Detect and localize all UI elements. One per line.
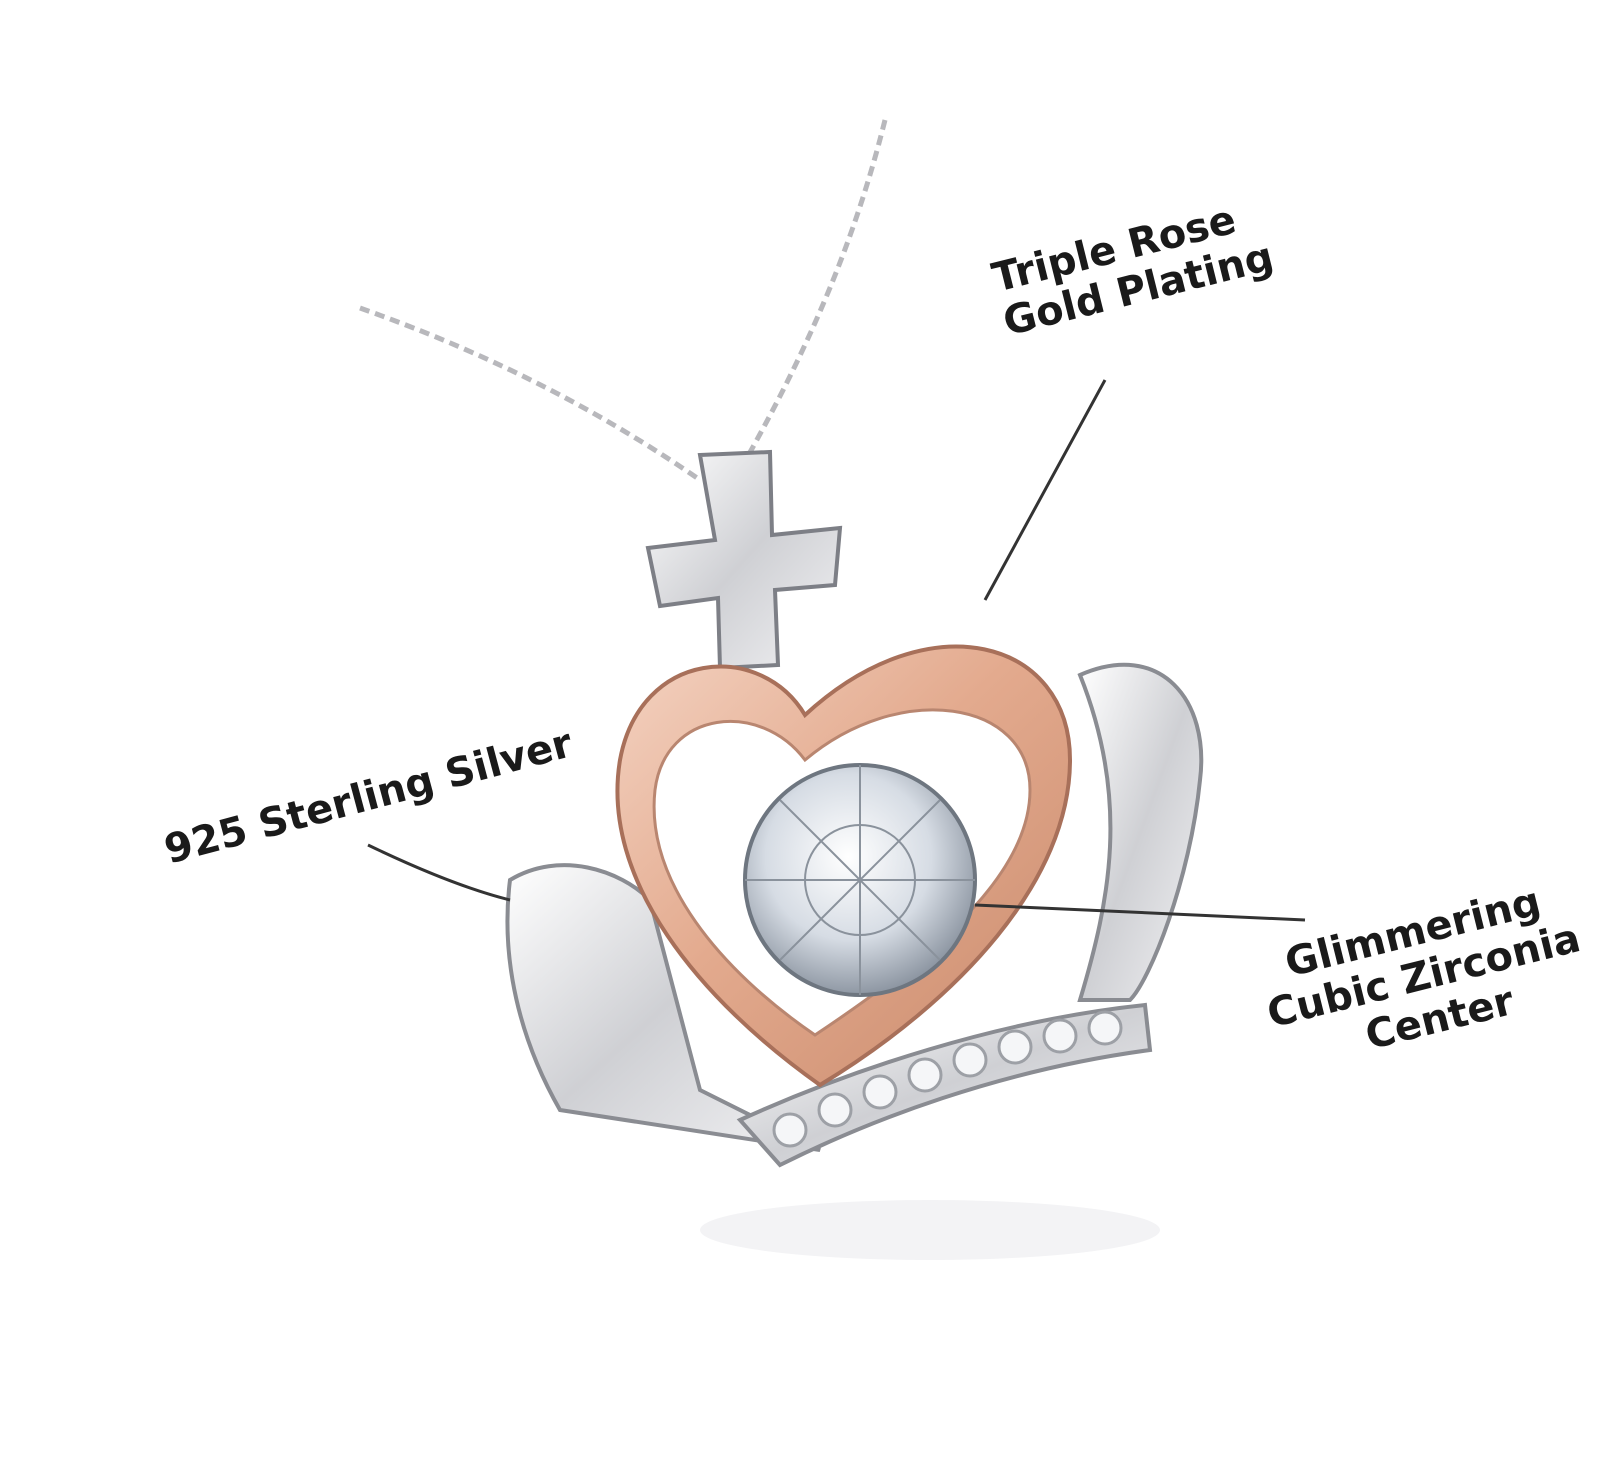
cross-icon xyxy=(645,449,843,671)
crown-icon xyxy=(505,662,1204,1168)
reflection xyxy=(700,1200,1160,1260)
gem-icon xyxy=(743,763,977,997)
chain xyxy=(359,119,888,483)
leader-lines xyxy=(367,379,1306,922)
